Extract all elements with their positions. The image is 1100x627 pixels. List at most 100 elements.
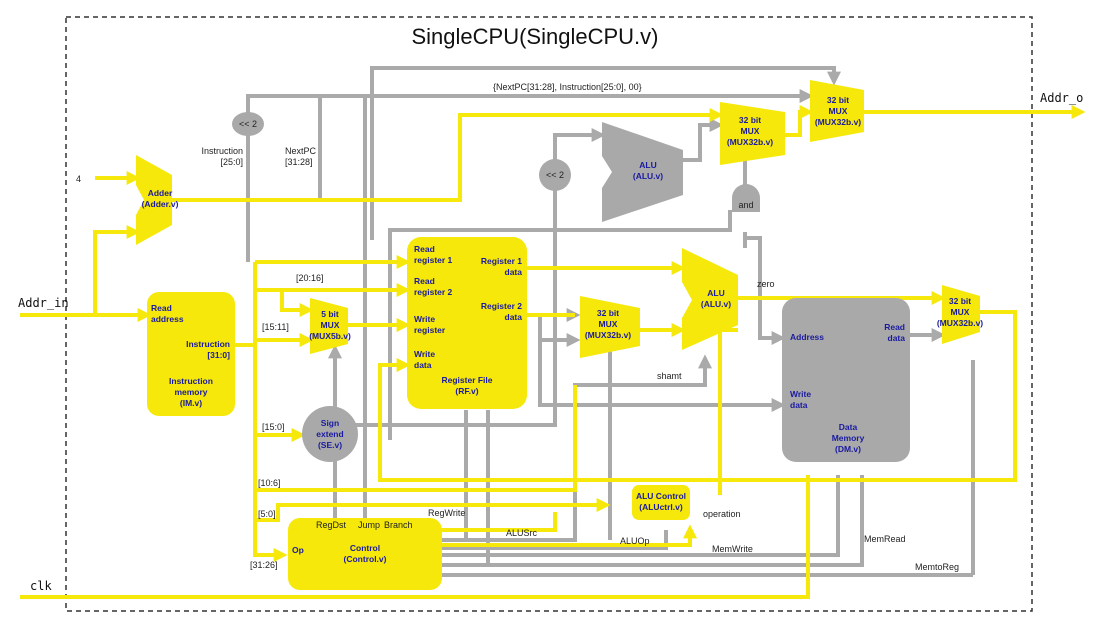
clk-label: clk: [30, 579, 52, 593]
svg-text:data: data: [505, 312, 523, 322]
svg-text:(DM.v): (DM.v): [835, 444, 861, 454]
svg-text:Read: Read: [151, 303, 172, 313]
instruction-memory-block: Read address Instruction [31:0] Instruct…: [147, 292, 235, 416]
svg-text:Instruction: Instruction: [186, 339, 230, 349]
svg-text:register: register: [414, 325, 446, 335]
svg-text:[25:0]: [25:0]: [220, 157, 243, 167]
svg-text:Instruction: Instruction: [169, 376, 213, 386]
svg-text:[15:11]: [15:11]: [262, 322, 289, 332]
svg-text:operation: operation: [703, 509, 741, 519]
svg-text:zero: zero: [757, 279, 775, 289]
const-4-label: 4: [76, 174, 81, 184]
and-gate: and: [732, 184, 760, 212]
svg-text:ALUOp: ALUOp: [620, 536, 650, 546]
svg-text:register 2: register 2: [414, 287, 453, 297]
svg-text:[20:16]: [20:16]: [296, 273, 324, 283]
svg-text:Control: Control: [350, 543, 380, 553]
svg-text:(MUX5b.v): (MUX5b.v): [309, 331, 351, 341]
svg-text:Adder: Adder: [148, 188, 173, 198]
wire-labels: Addr_in Addr_o clk 4 {NextPC[31:28], Ins…: [18, 82, 1083, 593]
svg-text:MemRead: MemRead: [864, 534, 906, 544]
svg-text:32 bit: 32 bit: [949, 296, 971, 306]
svg-text:[15:0]: [15:0]: [262, 422, 285, 432]
shift-left-top: << 2: [232, 112, 264, 136]
svg-text:Data: Data: [839, 422, 858, 432]
svg-text:Op: Op: [292, 545, 304, 555]
svg-text:Memory: Memory: [832, 433, 865, 443]
addr-o-label: Addr_o: [1040, 91, 1083, 105]
svg-text:(Adder.v): (Adder.v): [142, 199, 179, 209]
svg-text:Address: Address: [790, 332, 824, 342]
svg-text:MUX: MUX: [829, 106, 848, 116]
svg-text:MUX: MUX: [951, 307, 970, 317]
svg-text:Sign: Sign: [321, 418, 339, 428]
svg-text:(MUX32b.v): (MUX32b.v): [937, 318, 983, 328]
svg-text:(ALU.v): (ALU.v): [701, 299, 731, 309]
svg-text:ALU: ALU: [707, 288, 724, 298]
svg-text:register 1: register 1: [414, 255, 453, 265]
svg-text:and: and: [738, 200, 753, 210]
svg-text:MemtoReg: MemtoReg: [915, 562, 959, 572]
svg-text:Read: Read: [414, 244, 435, 254]
yellow-wires: [20, 105, 1086, 599]
svg-text:Read: Read: [884, 322, 905, 332]
svg-text:[31:26]: [31:26]: [250, 560, 278, 570]
adder-block: Adder (Adder.v): [136, 155, 179, 245]
register-file-block: Read register 1 Read register 2 Write re…: [407, 237, 527, 409]
svg-text:Write: Write: [790, 389, 811, 399]
svg-text:<< 2: << 2: [546, 170, 564, 180]
svg-text:data: data: [505, 267, 523, 277]
svg-text:(ALUctrl.v): (ALUctrl.v): [639, 502, 683, 512]
mux32-jump-block: 32 bit MUX (MUX32b.v): [810, 80, 864, 142]
mux5-block: 5 bit MUX (MUX5b.v): [309, 298, 351, 354]
svg-text:RegWrite: RegWrite: [428, 508, 465, 518]
svg-text:ALU: ALU: [639, 160, 656, 170]
svg-text:data: data: [888, 333, 906, 343]
mux32-branch-block: 32 bit MUX (MUX32b.v): [720, 102, 785, 165]
sign-extend-block: Sign extend (SE.v): [302, 406, 358, 462]
svg-text:[10:6]: [10:6]: [258, 478, 281, 488]
svg-text:memory: memory: [174, 387, 207, 397]
svg-text:(ALU.v): (ALU.v): [633, 171, 663, 181]
svg-text:MUX: MUX: [599, 319, 618, 329]
svg-text:(IM.v): (IM.v): [180, 398, 202, 408]
jump-bus-label: {NextPC[31:28], Instruction[25:0], 00}: [493, 82, 642, 92]
svg-text:5 bit: 5 bit: [321, 309, 339, 319]
svg-text:Write: Write: [414, 349, 435, 359]
svg-text:<< 2: << 2: [239, 119, 257, 129]
svg-text:shamt: shamt: [657, 371, 682, 381]
svg-text:Register File: Register File: [441, 375, 492, 385]
svg-text:(Control.v): (Control.v): [344, 554, 387, 564]
shift-left-mid: << 2: [539, 159, 571, 191]
svg-text:Jump: Jump: [358, 520, 380, 530]
svg-text:MUX: MUX: [321, 320, 340, 330]
addr-in-label: Addr_in: [18, 296, 69, 310]
alu-top-block: ALU (ALU.v): [602, 122, 683, 222]
alu-control-block: ALU Control (ALUctrl.v): [632, 485, 690, 520]
mux32-alusrc-block: 32 bit MUX (MUX32b.v): [580, 296, 640, 358]
svg-text:Instruction: Instruction: [201, 146, 243, 156]
svg-text:[5:0]: [5:0]: [258, 509, 276, 519]
svg-text:ALUSrc: ALUSrc: [506, 528, 538, 538]
svg-text:data: data: [790, 400, 808, 410]
svg-text:Register 1: Register 1: [481, 256, 522, 266]
svg-text:(RF.v): (RF.v): [455, 386, 478, 396]
svg-text:Write: Write: [414, 314, 435, 324]
svg-text:NextPC: NextPC: [285, 146, 317, 156]
svg-text:(MUX32b.v): (MUX32b.v): [727, 137, 773, 147]
svg-text:Register 2: Register 2: [481, 301, 522, 311]
svg-text:32 bit: 32 bit: [739, 115, 761, 125]
svg-text:MemWrite: MemWrite: [712, 544, 753, 554]
mux32-memtoreg-block: 32 bit MUX (MUX32b.v): [937, 285, 983, 344]
svg-text:MUX: MUX: [741, 126, 760, 136]
svg-text:Read: Read: [414, 276, 435, 286]
svg-text:RegDst: RegDst: [316, 520, 347, 530]
svg-text:data: data: [414, 360, 432, 370]
svg-text:[31:28]: [31:28]: [285, 157, 313, 167]
diagram-title: SingleCPU(SingleCPU.v): [412, 24, 659, 49]
svg-text:(MUX32b.v): (MUX32b.v): [815, 117, 861, 127]
svg-text:address: address: [151, 314, 184, 324]
svg-text:ALU Control: ALU Control: [636, 491, 686, 501]
svg-text:[31:0]: [31:0]: [207, 350, 230, 360]
alu-main-block: ALU (ALU.v): [682, 248, 738, 350]
